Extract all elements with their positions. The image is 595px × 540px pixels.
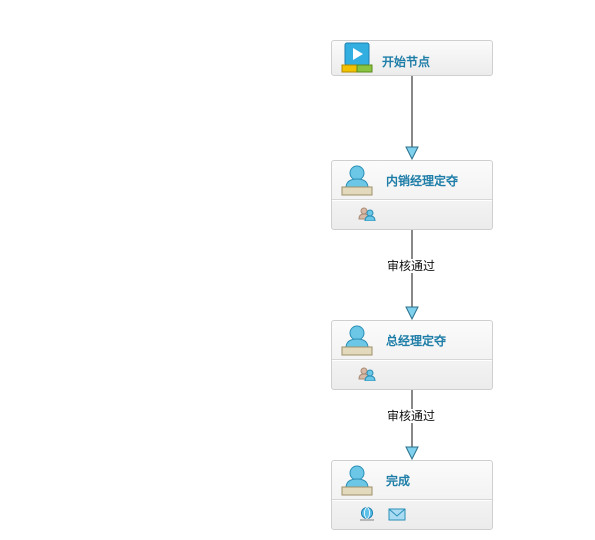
node-header: 完成 bbox=[332, 461, 492, 499]
arrowhead-icon bbox=[405, 306, 419, 321]
node-title: 完成 bbox=[386, 474, 411, 488]
user-icon bbox=[341, 465, 373, 496]
node-header: 开始节点 bbox=[332, 41, 492, 75]
node-general-manager-decision[interactable]: 总经理定夺 bbox=[331, 320, 493, 390]
edge-sales-manager-to-general-manager[interactable] bbox=[405, 229, 419, 321]
group-icon[interactable] bbox=[358, 367, 376, 381]
group-icon[interactable] bbox=[358, 207, 376, 221]
node-title: 内销经理定夺 bbox=[386, 174, 459, 188]
node-start[interactable]: 开始节点 bbox=[331, 40, 493, 76]
user-icon bbox=[341, 325, 373, 356]
edge-general-manager-to-complete[interactable] bbox=[405, 389, 419, 461]
arrowhead-icon bbox=[405, 446, 419, 461]
node-footer bbox=[332, 199, 492, 228]
globe-icon[interactable] bbox=[358, 507, 376, 521]
node-title: 总经理定夺 bbox=[386, 334, 447, 348]
edge-label: 审核通过 bbox=[387, 409, 436, 423]
play-icon bbox=[341, 42, 373, 73]
node-sales-manager-decision[interactable]: 内销经理定夺 bbox=[331, 160, 493, 230]
edge-start-to-sales-manager[interactable] bbox=[405, 75, 419, 161]
user-icon bbox=[341, 165, 373, 196]
node-footer bbox=[332, 499, 492, 528]
node-title: 开始节点 bbox=[382, 55, 431, 69]
node-complete[interactable]: 完成 bbox=[331, 460, 493, 530]
node-footer bbox=[332, 359, 492, 388]
mail-icon[interactable] bbox=[388, 507, 406, 521]
edge-label: 审核通过 bbox=[387, 259, 436, 273]
arrowhead-icon bbox=[405, 146, 419, 161]
node-header: 总经理定夺 bbox=[332, 321, 492, 359]
node-header: 内销经理定夺 bbox=[332, 161, 492, 199]
